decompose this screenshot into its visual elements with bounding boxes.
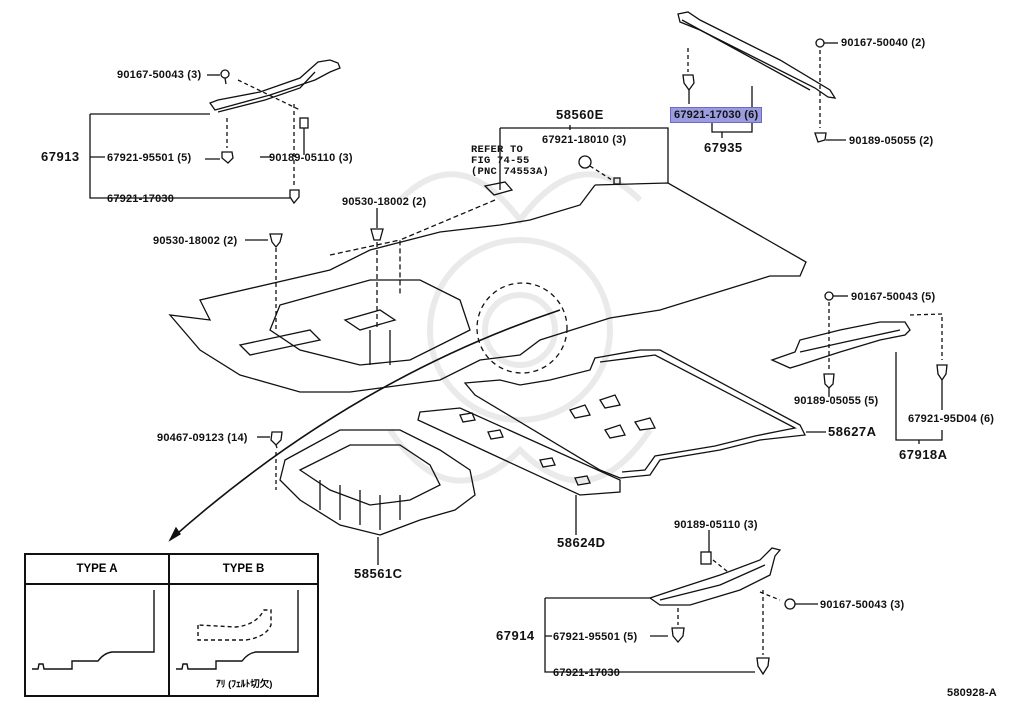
panel-58627A-drawing bbox=[463, 349, 826, 479]
trim-67914-drawing bbox=[544, 530, 818, 676]
label-67918A[interactable]: 67918A bbox=[899, 447, 948, 462]
trim-67935-drawing bbox=[677, 11, 846, 143]
column-type-a bbox=[26, 555, 170, 695]
label-58560E[interactable]: 58560E bbox=[556, 107, 604, 122]
label-90189-05055-right[interactable]: 90189-05055 (5) bbox=[794, 395, 879, 407]
header-type-a: TYPE A bbox=[76, 563, 118, 575]
header-type-b: TYPE B bbox=[222, 563, 265, 575]
profile-type-a bbox=[32, 590, 155, 670]
label-67921-17030-left[interactable]: 67921-17030 bbox=[107, 193, 175, 205]
label-67935[interactable]: 67935 bbox=[704, 140, 743, 155]
label-67921-95D04[interactable]: 67921-95D04 (6) bbox=[908, 413, 995, 425]
trim-67918A-drawing bbox=[770, 291, 948, 444]
detail-arrow bbox=[169, 309, 561, 541]
header-divider bbox=[26, 583, 317, 585]
reference-line-3[interactable]: (PNC 74553A) bbox=[471, 166, 550, 178]
detail-circle bbox=[476, 282, 568, 374]
figure-code: 580928-A bbox=[947, 687, 997, 699]
label-58624D[interactable]: 58624D bbox=[557, 535, 606, 550]
felt-cutout-outline bbox=[197, 609, 272, 641]
watermark-emblem bbox=[387, 171, 653, 484]
panel-58624D-drawing bbox=[417, 407, 621, 535]
label-90530-18002-left[interactable]: 90530-18002 (2) bbox=[153, 235, 238, 247]
label-67921-18010[interactable]: 67921-18010 (3) bbox=[542, 134, 627, 146]
label-90167-50043-right[interactable]: 90167-50043 (5) bbox=[851, 291, 936, 303]
label-58627A[interactable]: 58627A bbox=[828, 424, 877, 439]
label-90189-05055-rear[interactable]: 90189-05055 (2) bbox=[849, 135, 934, 147]
label-67913[interactable]: 67913 bbox=[41, 149, 80, 164]
carpet-58560E-drawing bbox=[168, 125, 807, 393]
label-67921-95501-left[interactable]: 67921-95501 (5) bbox=[107, 152, 192, 164]
reference-note: REFER TO FIG 74-55 (PNC 74553A) bbox=[471, 145, 549, 178]
label-58561C[interactable]: 58561C bbox=[354, 566, 403, 581]
label-67921-95501-right[interactable]: 67921-95501 (5) bbox=[553, 631, 638, 643]
trim-67913-drawing bbox=[89, 59, 341, 205]
label-67921-17030-right[interactable]: 67921-17030 bbox=[553, 667, 621, 679]
detail-table: TYPE A TYPE B ｱﾘ (ﾌｪﾙﾄ切欠) bbox=[24, 553, 319, 697]
label-90189-05110-right[interactable]: 90189-05110 (3) bbox=[674, 519, 758, 531]
type-profiles bbox=[32, 590, 299, 670]
label-90189-05110-left[interactable]: 90189-05110 (3) bbox=[269, 152, 353, 164]
reference-line-1: REFER TO bbox=[471, 144, 524, 156]
label-90530-18002-center[interactable]: 90530-18002 (2) bbox=[342, 196, 427, 208]
label-90167-50043-bottom[interactable]: 90167-50043 (3) bbox=[820, 599, 905, 611]
pan-58561C-drawing bbox=[257, 429, 476, 565]
label-67914[interactable]: 67914 bbox=[496, 628, 535, 643]
clips-90530-drawing bbox=[245, 208, 384, 330]
profile-type-b bbox=[176, 590, 299, 670]
label-67921-17030-highlighted[interactable]: 67921-17030 (6) bbox=[670, 107, 763, 123]
type-b-note: ｱﾘ (ﾌｪﾙﾄ切欠) bbox=[216, 679, 273, 690]
reference-line-2[interactable]: FIG 74-55 bbox=[471, 155, 530, 167]
label-90167-50043-left[interactable]: 90167-50043 (3) bbox=[117, 69, 202, 81]
label-90167-50040[interactable]: 90167-50040 (2) bbox=[841, 37, 926, 49]
label-90467-09123[interactable]: 90467-09123 (14) bbox=[157, 432, 248, 444]
